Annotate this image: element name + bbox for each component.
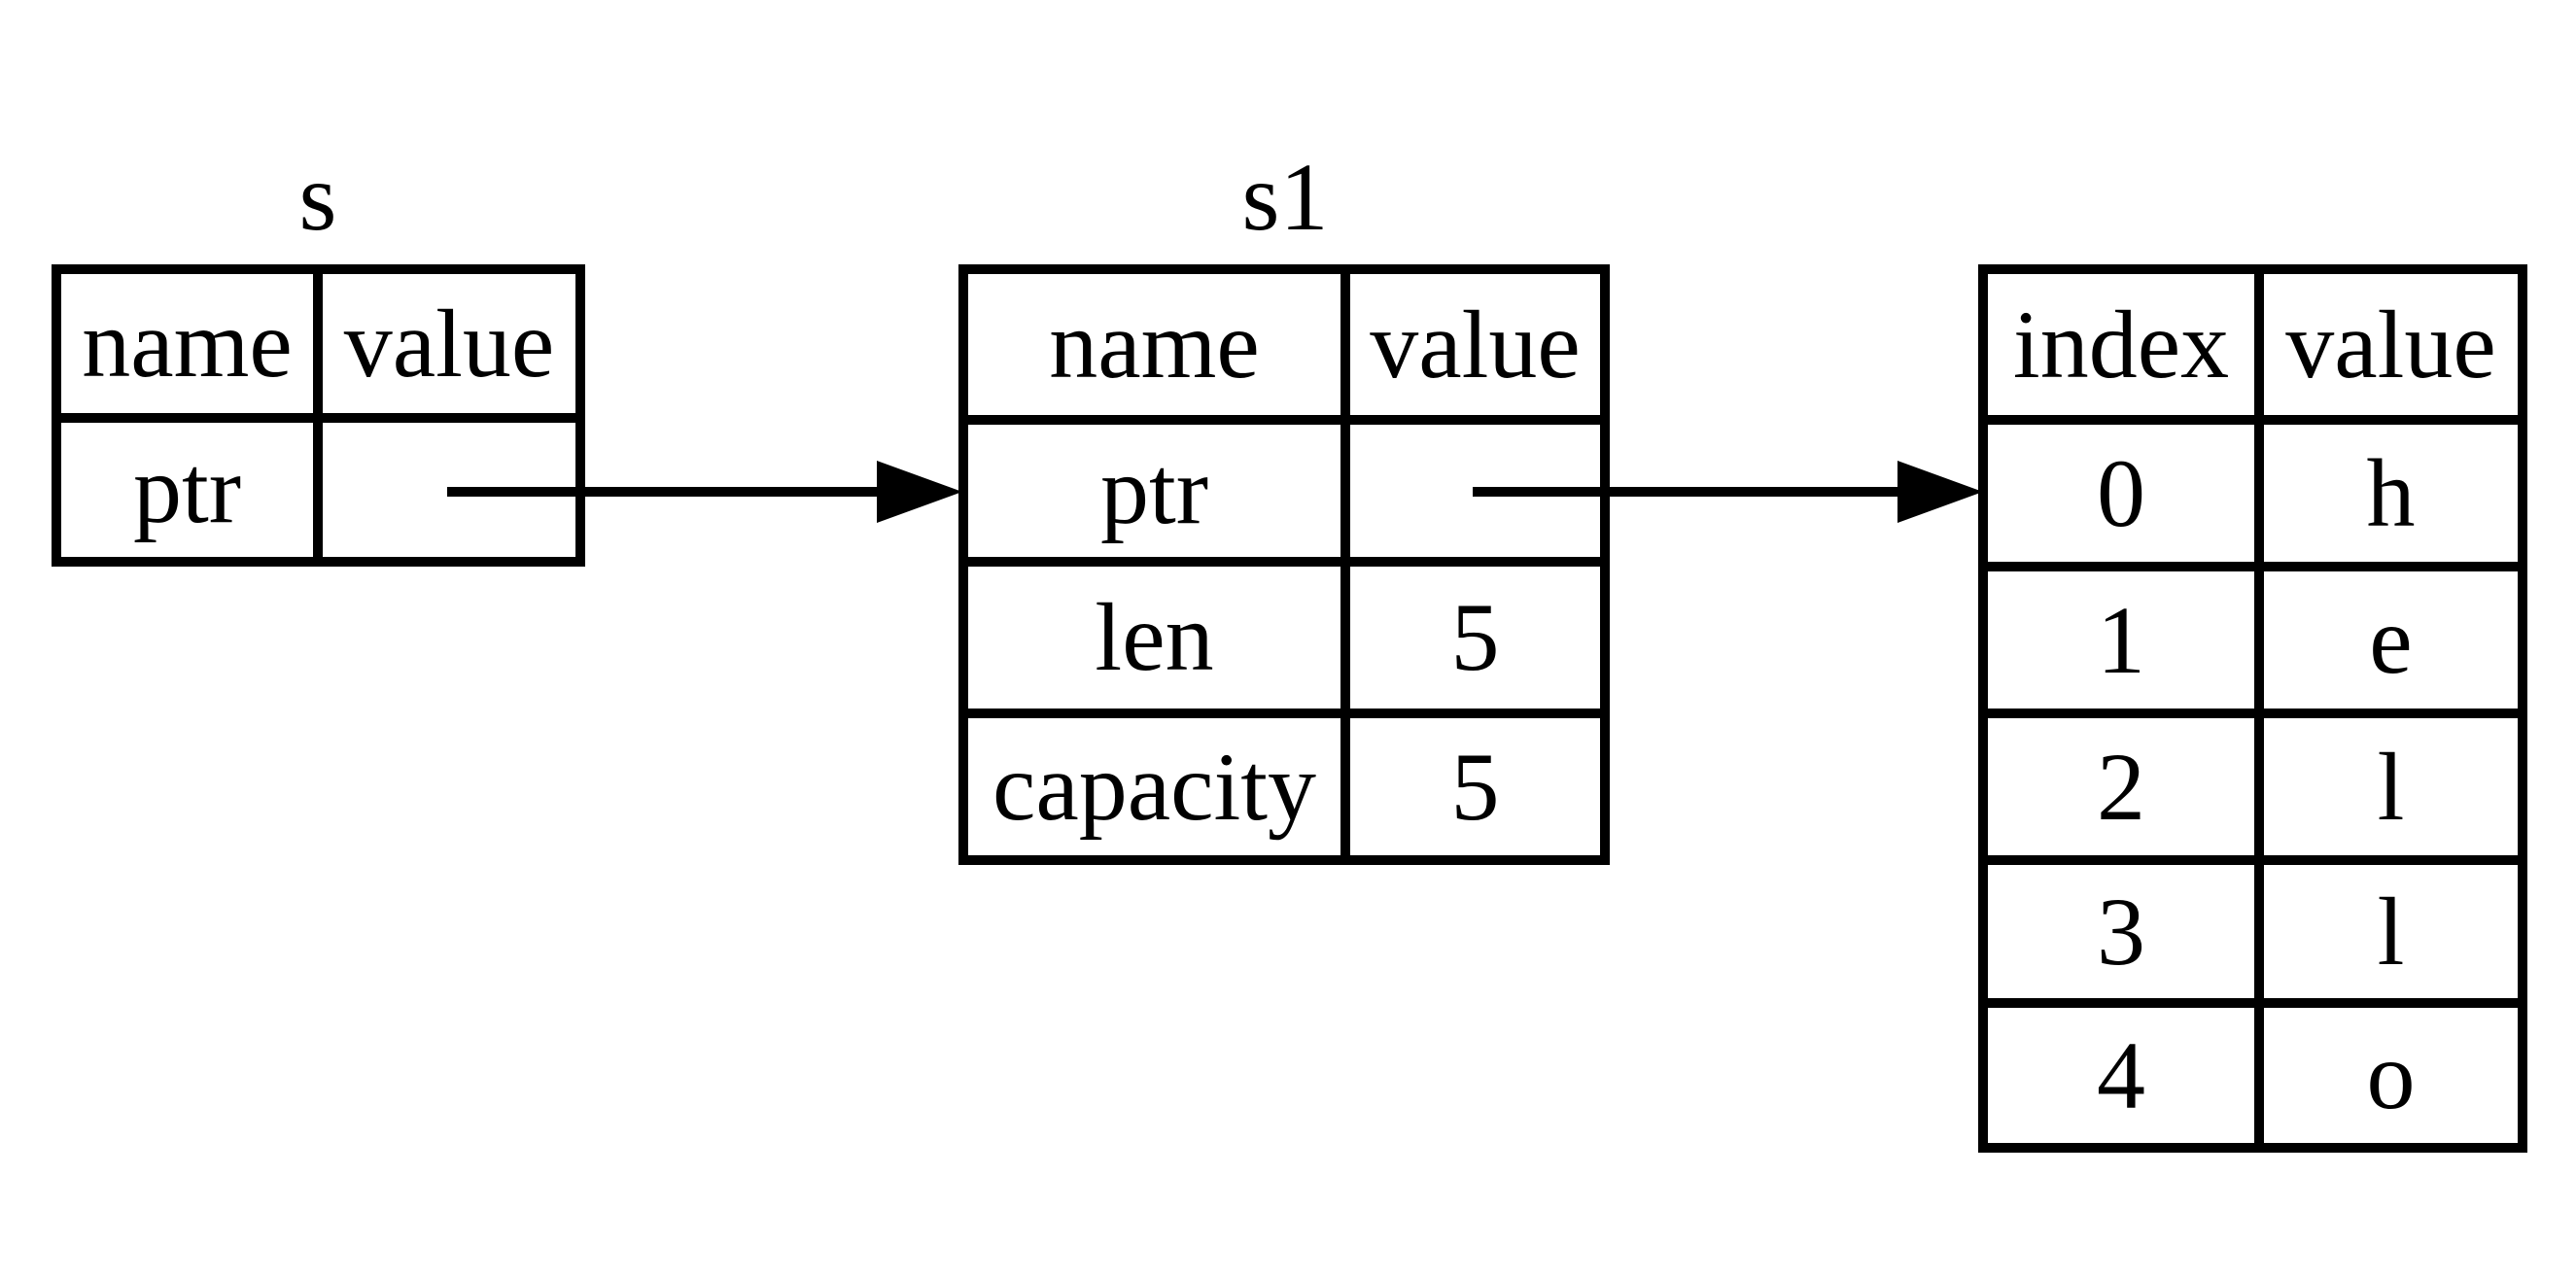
table-s1-row-capacity-value: 5 (1350, 718, 1600, 855)
table-heap-header-value: value (2264, 274, 2518, 415)
table-heap-row-0-index: 0 (1988, 425, 2254, 562)
table-s1-row-ptr-value (1350, 425, 1600, 557)
table-heap-row-3-index: 3 (1988, 865, 2254, 998)
table-s1: name value ptr len 5 capacity 5 (958, 264, 1610, 865)
table-heap-row-3-value: l (2264, 865, 2518, 998)
table-s-header-value: value (323, 274, 575, 413)
table-s1-row-len-value: 5 (1350, 567, 1600, 709)
table-s-row-ptr-name: ptr (61, 423, 313, 557)
arrow-s1-to-heap-head (1897, 461, 1983, 523)
table-s1-row-capacity-name: capacity (968, 718, 1340, 855)
variable-s1-label: s1 (1241, 143, 1329, 251)
table-heap: index value 0 h 1 e 2 l 3 l 4 o (1978, 264, 2527, 1153)
table-s: name value ptr (52, 264, 585, 567)
arrow-s-to-s1-head (877, 461, 962, 523)
table-heap-header-index: index (1988, 274, 2254, 415)
table-s1-header-value: value (1350, 274, 1600, 415)
table-heap-row-2-value: l (2264, 718, 2518, 855)
variable-s-label: s (298, 143, 337, 251)
table-s1-row-ptr-name: ptr (968, 425, 1340, 557)
table-heap-row-1-index: 1 (1988, 571, 2254, 709)
table-heap-row-4-value: o (2264, 1008, 2518, 1143)
table-heap-row-1-value: e (2264, 571, 2518, 709)
table-heap-row-4-index: 4 (1988, 1008, 2254, 1143)
table-s1-header-name: name (968, 274, 1340, 415)
table-heap-row-0-value: h (2264, 425, 2518, 562)
table-s-row-ptr-value (323, 423, 575, 557)
table-s-header-name: name (61, 274, 313, 413)
table-heap-row-2-index: 2 (1988, 718, 2254, 855)
table-s1-row-len-name: len (968, 567, 1340, 709)
